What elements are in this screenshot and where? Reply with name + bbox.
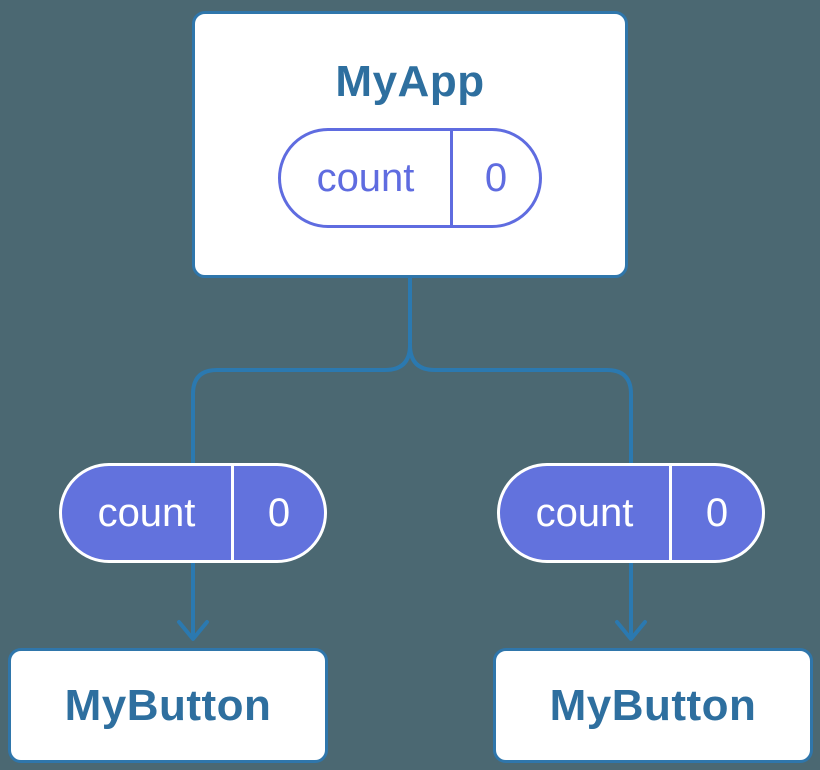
state-pill-name: count	[281, 131, 453, 225]
myapp-node: MyApp count 0	[192, 11, 628, 278]
mybutton-node-right: MyButton	[493, 648, 813, 763]
prop-pill-left: count 0	[59, 463, 327, 563]
state-pill-value: 0	[484, 156, 508, 200]
prop-pill-left-value: 0	[267, 491, 291, 535]
prop-pill-left-name: count	[62, 466, 234, 560]
arrowhead-left-icon	[177, 620, 209, 641]
prop-pill-right-name: count	[500, 466, 672, 560]
prop-pill-right-value: 0	[705, 491, 729, 535]
prop-pill-right: count 0	[497, 463, 765, 563]
arrowhead-right-icon	[615, 620, 647, 641]
fork-connector-right	[408, 343, 633, 639]
mybutton-left-title: MyButton	[64, 680, 272, 730]
state-pill: count 0	[278, 128, 542, 228]
fork-connector-left	[191, 276, 412, 639]
mybutton-node-left: MyButton	[8, 648, 328, 763]
myapp-node-title: MyApp	[335, 57, 485, 106]
mybutton-right-title: MyButton	[549, 680, 757, 730]
